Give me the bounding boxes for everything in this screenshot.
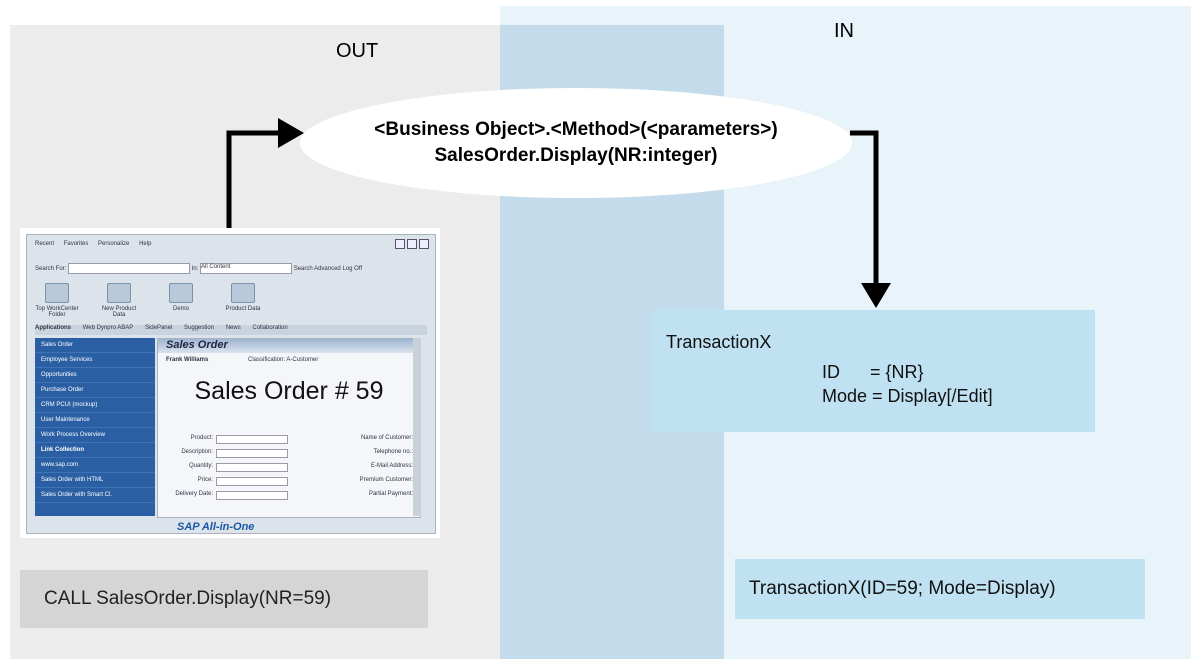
nav-item[interactable]: Link Collection [35, 443, 155, 458]
menu-item[interactable]: Help [139, 241, 152, 247]
advanced-link[interactable]: Advanced [314, 266, 341, 273]
scrollbar[interactable] [413, 338, 421, 516]
search-input[interactable] [68, 263, 191, 274]
form-row: Quantity:E-Mail Address: [168, 463, 413, 472]
form-row: Price:Premium Customer: [168, 477, 413, 486]
in-select[interactable]: All Content [200, 263, 293, 274]
sap-search-bar: Search For: In: All Content Search Advan… [35, 263, 425, 275]
window-controls [393, 239, 429, 251]
arrow-ellipse-to-in [850, 130, 879, 285]
sap-logo: SAP All-in-One [177, 521, 255, 533]
logoff-link[interactable]: Log Off [342, 266, 363, 273]
folder-icon [45, 283, 69, 303]
minimize-icon[interactable] [395, 239, 405, 249]
transaction-title: TransactionX [666, 332, 772, 352]
sap-nav-panel: Sales Order Employee Services Opportunit… [35, 338, 155, 516]
transaction-mode-param: Mode = Display[/Edit] [822, 386, 993, 406]
search-button[interactable]: Search [293, 266, 313, 273]
transaction-box: TransactionX ID = {NR} Mode = Display[/E… [652, 310, 1095, 432]
method-signature: <Business Object>.<Method>(<parameters>) [374, 119, 778, 140]
close-icon[interactable] [419, 239, 429, 249]
nav-item[interactable]: Work Process Overview [35, 428, 155, 443]
tab[interactable]: Web Dynpro ABAP [82, 325, 134, 331]
tab[interactable]: Suggestion [183, 325, 215, 331]
form-row: Product:Name of Customer: [168, 435, 413, 444]
nav-link[interactable]: www.sap.com [35, 458, 155, 473]
method-example: SalesOrder.Display(NR:integer) [434, 145, 718, 166]
sap-menu: Recent Favorites Personalize Help [35, 241, 159, 247]
nav-item[interactable]: Employee Services [35, 353, 155, 368]
nav-link[interactable]: Sales Order with HTML [35, 473, 155, 488]
nav-link[interactable]: Sales Order with Smart Cl. [35, 488, 155, 503]
tab[interactable]: SidePanel [144, 325, 173, 331]
search-label: Search For: [35, 266, 67, 273]
classification: Classification: A-Customer [248, 357, 319, 363]
tab[interactable]: News [225, 325, 241, 331]
product-field[interactable] [216, 435, 288, 444]
tab[interactable]: Applications [35, 325, 72, 331]
tab[interactable]: Collaboration [252, 325, 288, 331]
arrow-out-head [278, 118, 304, 148]
form-row: Delivery Date:Partial Payment: [168, 491, 413, 500]
nav-item[interactable]: Sales Order [35, 338, 155, 353]
nav-item[interactable]: User Maintenance [35, 413, 155, 428]
description-field[interactable] [216, 449, 288, 458]
sap-window: Recent Favorites Personalize Help Search… [26, 234, 436, 534]
transaction-id-param: ID = {NR} [822, 362, 924, 382]
arrow-in-head [861, 283, 891, 308]
delivery-date-field[interactable] [216, 491, 288, 500]
menu-item[interactable]: Favorites [63, 241, 89, 247]
menu-item[interactable]: Personalize [98, 241, 130, 247]
document-icon [231, 283, 255, 303]
sales-order-number: Sales Order # 59 [194, 377, 384, 405]
toolbar-item[interactable]: Product Data [221, 283, 265, 312]
form-row: Description:Telephone no.: [168, 449, 413, 458]
sap-tabs: Applications Web Dynpro ABAP SidePanel S… [35, 325, 427, 335]
in-label: IN [834, 20, 854, 42]
call-box: CALL SalesOrder.Display(NR=59) [20, 570, 428, 628]
out-label: OUT [336, 40, 379, 62]
maximize-icon[interactable] [407, 239, 417, 249]
sap-toolbar: Top WorkCenter Folder New Product Data D… [35, 283, 415, 321]
in-label: In: [191, 266, 199, 273]
demo-icon [169, 283, 193, 303]
document-icon [107, 283, 131, 303]
toolbar-item[interactable]: Top WorkCenter Folder [35, 283, 79, 318]
form-title: Sales Order [158, 339, 420, 353]
arrow-out-to-ellipse [226, 130, 280, 228]
toolbar-item[interactable]: New Product Data [97, 283, 141, 318]
price-field[interactable] [216, 477, 288, 486]
menu-item[interactable]: Recent [35, 241, 55, 247]
sap-window-screenshot: Recent Favorites Personalize Help Search… [20, 228, 440, 538]
nav-item[interactable]: Purchase Order [35, 383, 155, 398]
transaction-call-box: TransactionX(ID=59; Mode=Display) [735, 559, 1145, 619]
method-ellipse: <Business Object>.<Method>(<parameters>)… [300, 88, 852, 198]
nav-item[interactable]: Opportunities [35, 368, 155, 383]
quantity-field[interactable] [216, 463, 288, 472]
sales-order-form: Sales Order Frank Williams Classificatio… [157, 338, 421, 518]
nav-item[interactable]: CRM PCUI (mockup) [35, 398, 155, 413]
customer-name: Frank Williams [166, 357, 209, 363]
toolbar-item[interactable]: Demo [159, 283, 203, 312]
